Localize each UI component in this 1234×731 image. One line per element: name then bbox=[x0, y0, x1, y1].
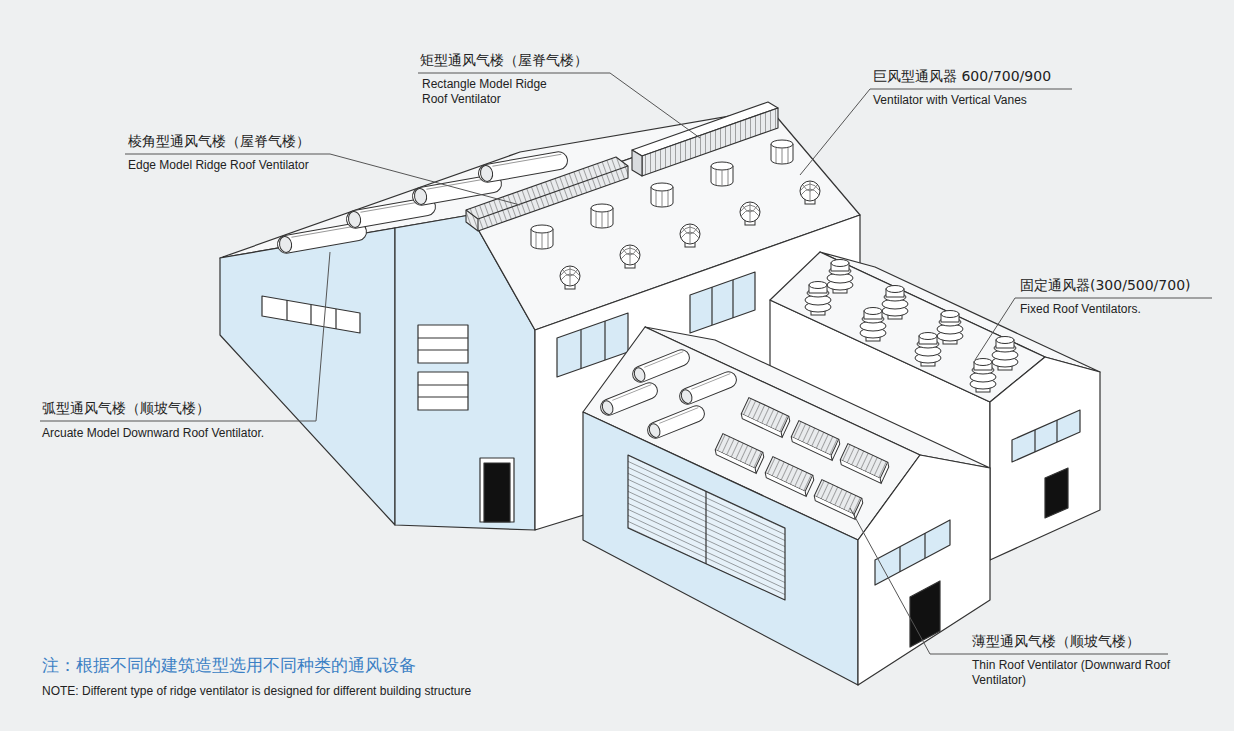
leader-lines bbox=[40, 73, 1212, 654]
arcuate-ventilators bbox=[276, 150, 569, 254]
note-text: NOTE: Different type of ridge ventilator… bbox=[42, 684, 762, 699]
callout-label: Rectangle Model Ridge Roof Ventilator bbox=[422, 77, 547, 107]
callout-label: 弧型通风气楼（顺坡气楼） bbox=[42, 400, 282, 418]
callout-label: Ventilator with Vertical Vanes bbox=[873, 93, 1093, 108]
front-building bbox=[583, 327, 990, 685]
callout-label: 巨风型通风器 600/700/900 bbox=[873, 68, 1073, 86]
turbine-ventilators bbox=[531, 140, 820, 289]
callout-label: 矩型通风气楼（屋脊气楼） bbox=[420, 52, 610, 70]
fixed-ventilators bbox=[805, 260, 1018, 393]
callout-label: Edge Model Ridge Roof Ventilator bbox=[128, 158, 368, 173]
callout-label: Fixed Roof Ventilators. bbox=[1020, 302, 1210, 317]
callout-label: Arcuate Model Downward Roof Ventilator. bbox=[42, 426, 312, 441]
callout-label: 薄型通风气楼（顺坡气楼） bbox=[972, 633, 1172, 651]
callout-label: 棱角型通风气楼（屋脊气楼） bbox=[128, 133, 328, 151]
front-roof-ventilators bbox=[598, 347, 890, 519]
ridge-ventilators bbox=[466, 102, 778, 231]
callout-label: 固定通风器(300/500/700) bbox=[1020, 277, 1225, 295]
callout-label: Thin Roof Ventilator (Downward Roof Vent… bbox=[972, 658, 1177, 688]
note-text: 注：根据不同的建筑造型选用不同种类的通风设备 bbox=[42, 655, 762, 676]
